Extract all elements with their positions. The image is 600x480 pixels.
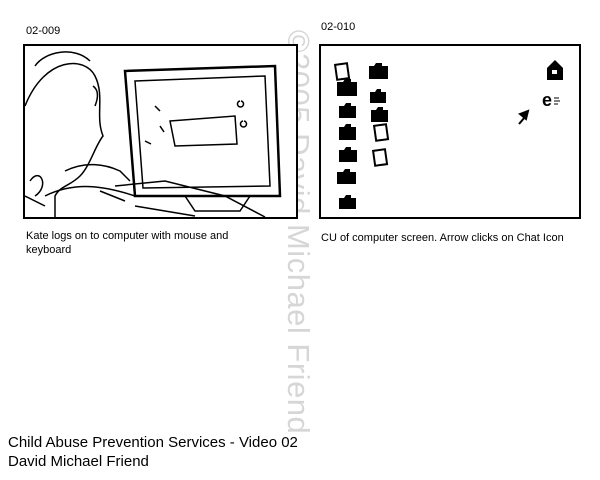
- panel-caption: CU of computer screen. Arrow clicks on C…: [321, 232, 564, 244]
- panel-number: 02-009: [26, 25, 61, 37]
- folder-icon: [369, 63, 388, 122]
- mouse-cursor-arrow-icon: [518, 109, 530, 125]
- chat-icon: e: [542, 90, 560, 110]
- sketch-kate-at-computer: [24, 51, 282, 218]
- panel-frame-screen: e: [319, 44, 581, 219]
- panel-frame-sketch: [23, 44, 298, 219]
- panel-caption: Kate logs on to computer with mouse and …: [26, 230, 229, 256]
- footer-title: Child Abuse Prevention Services - Video …: [8, 434, 298, 451]
- panel-number: 02-010: [321, 21, 356, 33]
- svg-text:e: e: [542, 90, 552, 110]
- footer-author: David Michael Friend: [8, 453, 149, 470]
- folder-icon: [337, 79, 357, 209]
- home-icon: [547, 60, 563, 80]
- desktop-screen-sketch: e: [333, 60, 563, 209]
- document-icon: [333, 62, 390, 167]
